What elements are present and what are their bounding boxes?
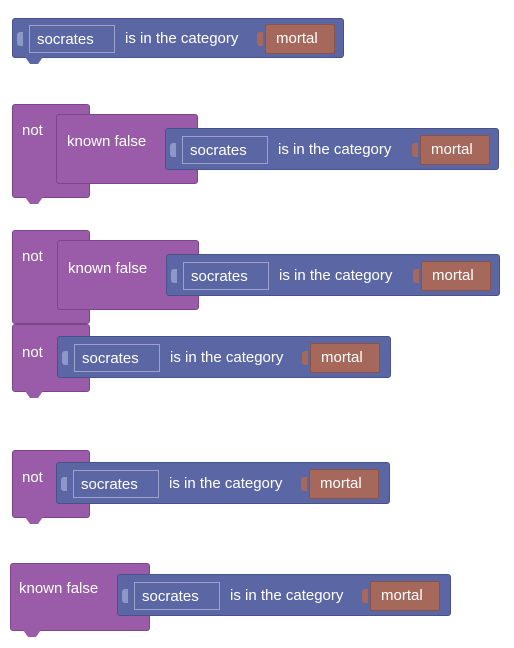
category-value[interactable]: mortal [310,343,380,373]
category-connector-icon [413,269,419,283]
category-value[interactable]: mortal [420,135,490,165]
input-connector-icon [170,143,176,157]
known-false-label: known false [67,133,147,150]
predicate-block-2[interactable]: socrates is in the category mortal [165,128,499,170]
relation-label: is in the category [125,30,239,47]
subject-field[interactable]: socrates [74,344,160,372]
subject-field[interactable]: socrates [182,136,268,164]
subject-field[interactable]: socrates [29,25,115,53]
not-label: not [22,122,43,139]
category-connector-icon [257,32,263,46]
subject-field[interactable]: socrates [134,582,220,610]
predicate-block-3b[interactable]: socrates is in the category mortal [57,336,391,378]
relation-label: is in the category [169,475,283,492]
predicate-block-3a[interactable]: socrates is in the category mortal [166,254,500,296]
not-label: not [22,248,43,265]
category-connector-icon [412,143,418,157]
input-connector-icon [61,477,67,491]
subject-field[interactable]: socrates [183,262,269,290]
not-label: not [22,344,43,361]
input-connector-icon [171,269,177,283]
relation-label: is in the category [170,349,284,366]
predicate-block-4[interactable]: socrates is in the category mortal [56,462,390,504]
not-label: not [22,469,43,486]
input-connector-icon [122,589,128,603]
category-connector-icon [362,589,368,603]
relation-label: is in the category [279,267,393,284]
input-connector-icon [17,32,23,46]
category-value[interactable]: mortal [370,581,440,611]
category-value[interactable]: mortal [309,469,379,499]
predicate-block-1[interactable]: socrates is in the category mortal [12,18,344,58]
input-connector-icon [62,351,68,365]
known-false-label: known false [68,260,148,277]
known-false-label: known false [19,580,99,597]
predicate-block-5[interactable]: socrates is in the category mortal [117,574,451,616]
category-value[interactable]: mortal [265,24,335,54]
subject-field[interactable]: socrates [73,470,159,498]
relation-label: is in the category [230,587,344,604]
category-value[interactable]: mortal [421,261,491,291]
category-connector-icon [302,351,308,365]
category-connector-icon [301,477,307,491]
relation-label: is in the category [278,141,392,158]
